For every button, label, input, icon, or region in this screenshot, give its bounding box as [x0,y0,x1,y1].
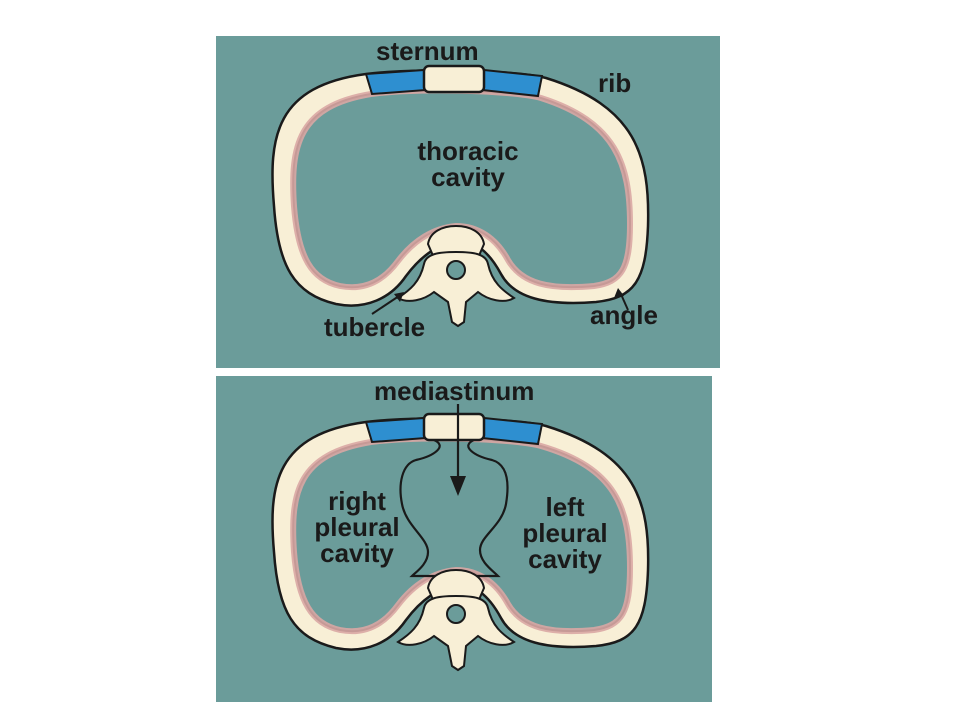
angle-arrow [614,288,629,311]
label-tubercle: tubercle [324,312,426,342]
label-rib: rib [598,68,632,98]
label-mediastinum: mediastinum [374,376,535,406]
pleura-lining [290,87,634,291]
costal-cartilage-left-bottom [364,416,428,444]
thorax-cross-section-bottom: mediastinum right pleural cavity left pl… [216,376,712,702]
thorax-diagram-top [271,64,650,328]
vertebra-bottom [396,568,516,672]
pleura-lining-bottom [290,435,634,635]
costal-cartilage-left [364,68,428,96]
label-thoracic-cavity: thoracic cavity [417,136,519,192]
vertebra [396,224,516,328]
label-angle: angle [590,300,658,330]
label-left-pleural-cavity: left pleural cavity [522,492,608,574]
tubercle-arrow [371,292,404,315]
mediastinum-arrow [450,404,466,496]
label-sternum: sternum [376,36,479,66]
sternum-bone-bottom [422,412,486,442]
thorax-diagram-bottom [271,404,650,672]
thorax-cross-section-top: sternum rib thoracic cavity tubercle ang… [216,36,720,368]
label-right-pleural-cavity: right pleural cavity [314,486,400,568]
sternum-bone [422,64,486,94]
